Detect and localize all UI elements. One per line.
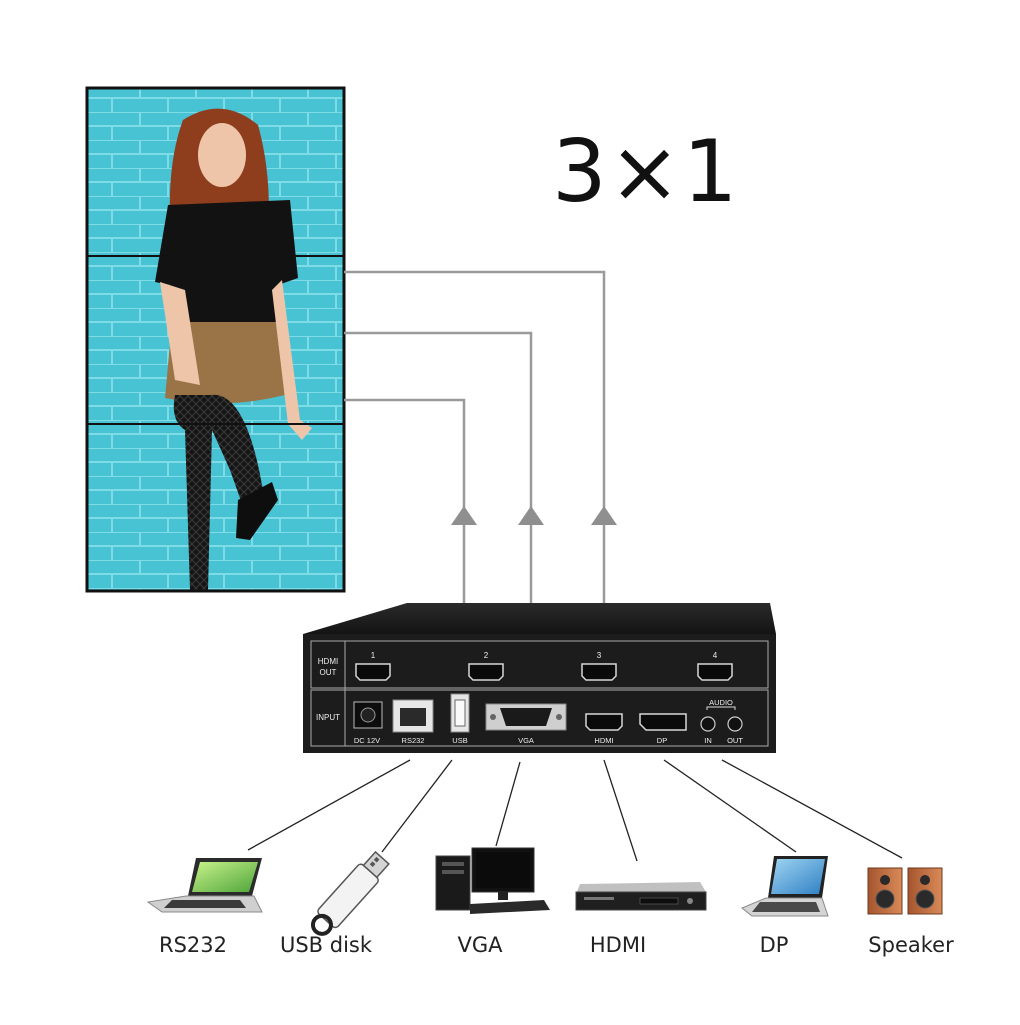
input-panel (310, 689, 769, 747)
audio-out-label: OUT (727, 736, 743, 745)
hdmi-port-icon (355, 663, 391, 681)
audio-in-label: IN (704, 736, 712, 745)
connector-dp (663, 759, 797, 853)
connector-usb (381, 759, 453, 853)
rs232-port-label: RS232 (402, 736, 425, 745)
dvd-player-icon (575, 882, 707, 911)
video-wall (85, 86, 346, 593)
desktop-computer-icon (435, 847, 550, 914)
input-label: INPUT (316, 713, 340, 722)
layout-title: 3×1 (552, 122, 740, 222)
hdmi-out-label-line2: OUT (320, 668, 337, 677)
connector-screen-2 (344, 331, 533, 603)
dc-label: DC 12V (354, 736, 380, 745)
hdmi-out-label-line1: HDMI (318, 657, 338, 666)
arrow-up-icon (591, 506, 617, 525)
source-label-speaker: Speaker (868, 933, 954, 957)
source-label-hdmi: HDMI (589, 933, 647, 957)
source-label-vga: VGA (457, 933, 503, 957)
dp-port-label: DP (657, 736, 667, 745)
audio-label: AUDIO (709, 698, 733, 707)
usb-port-label: USB (452, 736, 467, 745)
output-port-label-3: 3 (597, 651, 602, 660)
hdmi-port-icon (468, 663, 504, 681)
source-label-usb-disk: USB disk (279, 933, 373, 957)
hdmi-port-icon (581, 663, 617, 681)
output-port-label-1: 1 (371, 651, 376, 660)
hdmi-input-port-icon (585, 713, 623, 731)
hdmi-out-panel (310, 640, 769, 689)
hdmi-input-port-label: HDMI (594, 736, 613, 745)
output-port-label-2: 2 (484, 651, 489, 660)
usb-drive-icon (310, 850, 390, 936)
arrow-up-icon (518, 506, 544, 525)
audio-jack-icon (727, 716, 743, 732)
audio-jack-icon (700, 716, 716, 732)
connector-hdmi (603, 759, 638, 862)
input-connectors (247, 759, 903, 862)
connector-arrows (451, 506, 617, 525)
connector-speaker (721, 759, 903, 859)
input-ports: DC 12V RS232 USB VGA HDMI DP AUDIO IN OU… (353, 693, 743, 745)
device-front-panel (303, 634, 776, 753)
connector-rs232 (247, 759, 411, 851)
device-top (303, 603, 776, 634)
wall-frame (85, 86, 346, 593)
displayport-icon (639, 713, 687, 731)
hdmi-port-icon (697, 663, 733, 681)
arrow-up-icon (451, 506, 477, 525)
output-connectors (344, 270, 606, 603)
output-port-label-4: 4 (713, 651, 718, 660)
source-label-dp: DP (759, 933, 789, 957)
laptop-icon (146, 858, 263, 913)
hdmi-output-ports: 1 2 3 4 (355, 651, 733, 681)
connector-screen-3 (344, 398, 466, 603)
video-wall-controller: HDMI OUT INPUT 1 2 3 4 DC 12V RS232 (303, 603, 776, 753)
source-label-rs232: RS232 (158, 933, 228, 957)
vga-port-label: VGA (518, 736, 534, 745)
connector-screen-1 (344, 270, 606, 603)
connector-vga (495, 761, 521, 847)
wall-image-figure (155, 108, 312, 590)
speaker-icon (867, 867, 943, 915)
laptop-icon (741, 856, 829, 917)
